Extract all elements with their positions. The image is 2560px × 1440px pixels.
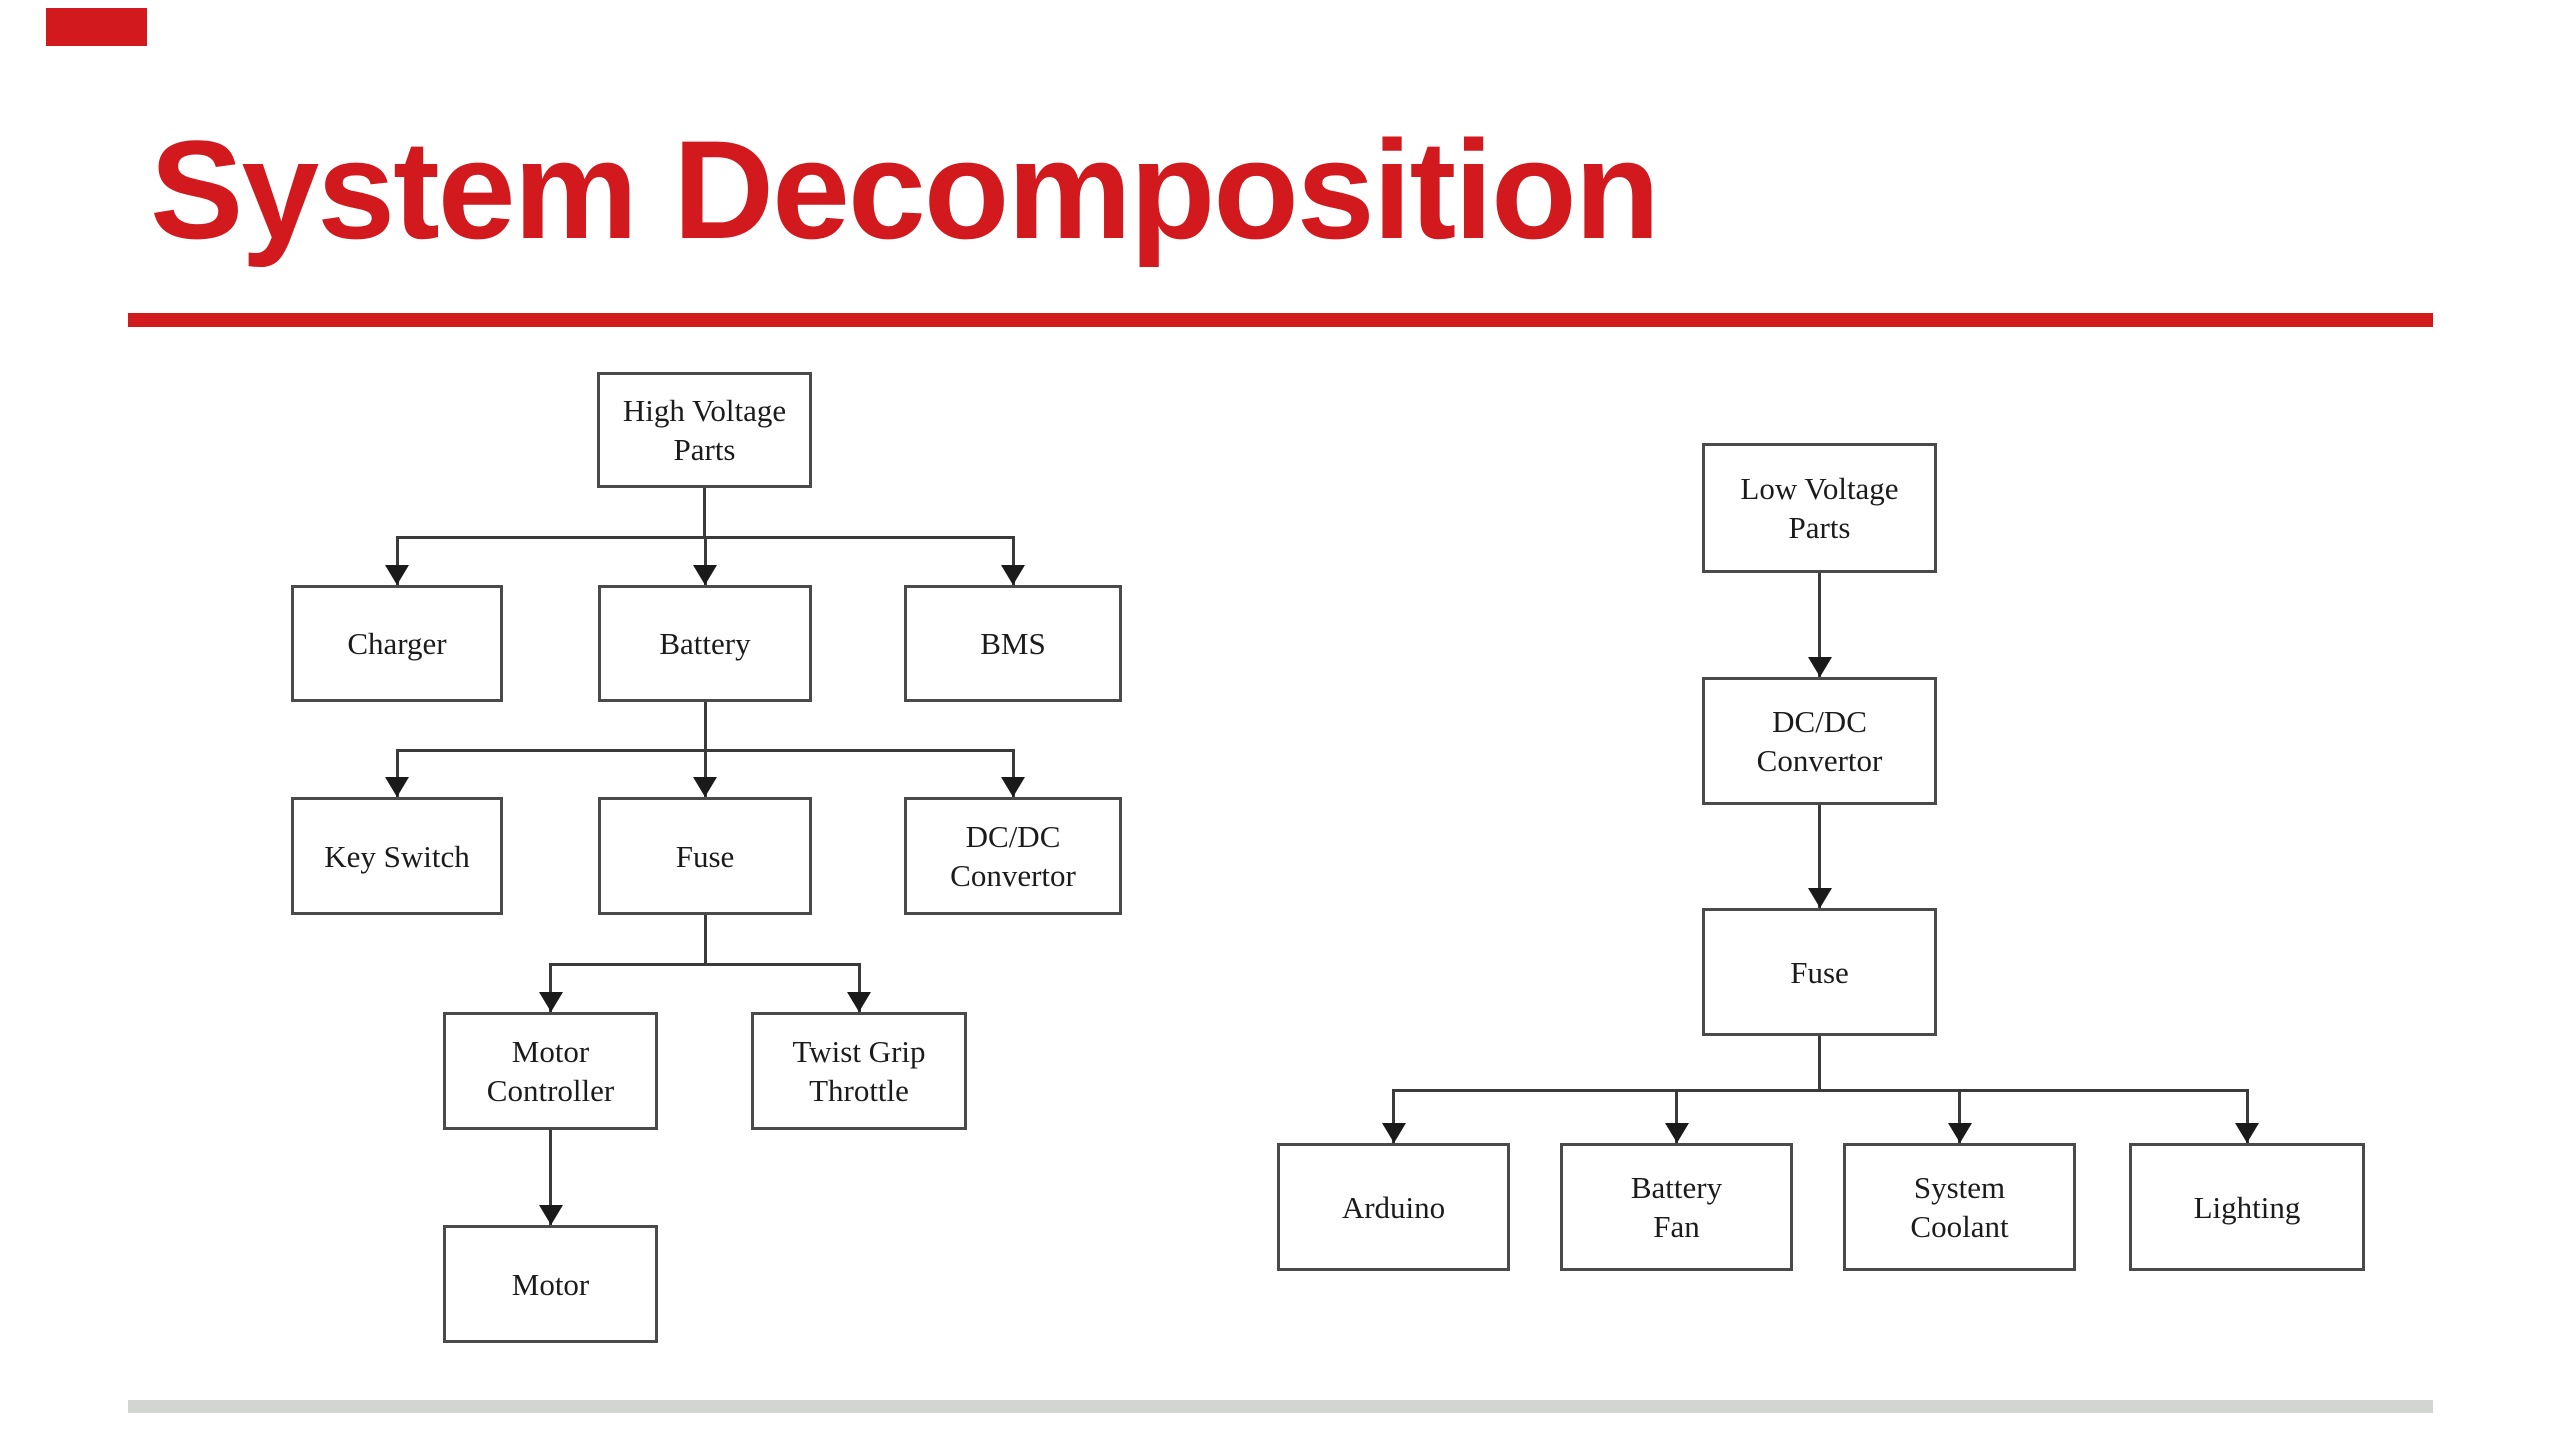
node-label-line: Key Switch — [324, 838, 470, 874]
node-label-line: Fuse — [1790, 954, 1849, 990]
node-label-line: DC/DC — [965, 819, 1061, 854]
connector-line — [703, 750, 707, 797]
corner-accent-mark — [46, 8, 147, 46]
node-label-line: Convertor — [950, 858, 1076, 893]
node-charger: Charger — [291, 585, 503, 702]
node-label-line: Battery — [659, 626, 751, 661]
connector-line — [395, 750, 399, 797]
connector-arrowhead — [385, 565, 409, 585]
connector-arrowhead — [2235, 1123, 2259, 1143]
node-label-line: Convertor — [1756, 743, 1883, 778]
connector-line — [549, 964, 552, 1012]
connector-arrowhead — [1001, 565, 1025, 585]
node-label-line: Lighting — [2193, 1189, 2301, 1225]
node-dcdc-convertor-lv: DC/DC Convertor — [1702, 677, 1937, 805]
node-fuse-hv: Fuse — [598, 797, 812, 915]
connector-line — [1818, 573, 1821, 677]
node-label-line: DC/DC — [1772, 704, 1867, 739]
connector-line — [1011, 537, 1015, 585]
node-label-line: High Voltage — [622, 393, 787, 428]
node-label-line: BMS — [980, 626, 1046, 661]
node-label-line: Motor — [511, 1266, 590, 1302]
node-arduino: Arduino — [1277, 1143, 1510, 1271]
connector-line — [1818, 1036, 1821, 1090]
title-divider-rule — [128, 313, 2433, 327]
connector-line — [1958, 1090, 1961, 1143]
connector-arrowhead — [1664, 1123, 1689, 1143]
node-label-line: Twist Grip — [792, 1034, 926, 1069]
footer-divider-rule — [128, 1400, 2433, 1413]
node-key-switch: Key Switch — [291, 797, 503, 915]
node-label-line: Fan — [1653, 1209, 1700, 1244]
connector-line — [1011, 750, 1015, 797]
connector-arrowhead — [1807, 888, 1832, 908]
connector-arrowhead — [1001, 777, 1025, 797]
node-label-line: Charger — [347, 626, 447, 661]
connector-line — [703, 915, 707, 964]
node-lighting: Lighting — [2129, 1143, 2365, 1271]
connector-arrowhead — [693, 777, 717, 797]
connector-arrowhead — [1807, 657, 1832, 677]
node-label-line: Low Voltage — [1740, 471, 1899, 506]
node-label-line: Arduino — [1341, 1189, 1446, 1225]
slide-title: System Decomposition — [150, 111, 1660, 268]
node-battery: Battery — [598, 585, 812, 702]
node-label-line: Controller — [486, 1073, 615, 1108]
connector-arrowhead — [847, 992, 871, 1012]
node-label-line: Throttle — [809, 1073, 909, 1108]
connector-arrowhead — [1947, 1123, 1972, 1143]
connector-arrowhead — [693, 565, 717, 585]
node-motor: Motor — [443, 1225, 658, 1343]
node-label-line: Motor — [511, 1034, 590, 1069]
connector-line — [703, 702, 707, 750]
connector-line — [549, 962, 861, 966]
connector-line — [1392, 1090, 1395, 1143]
connector-line — [1675, 1090, 1678, 1143]
node-label-line: System — [1913, 1170, 2006, 1205]
connector-line — [1818, 805, 1821, 908]
connector-line — [2245, 1090, 2249, 1143]
node-label-line: Battery — [1630, 1170, 1723, 1205]
connector-arrowhead — [538, 992, 563, 1012]
connector-line — [703, 537, 707, 585]
connector-arrowhead — [538, 1205, 563, 1225]
node-label-line: Parts — [673, 432, 736, 467]
connector-line — [1392, 1088, 2249, 1092]
node-label-line: Fuse — [675, 838, 735, 874]
connector-line — [703, 488, 706, 537]
node-bms: BMS — [904, 585, 1122, 702]
node-fuse-lv: Fuse — [1702, 908, 1937, 1036]
node-label-line: Coolant — [1910, 1209, 2009, 1244]
connector-arrowhead — [385, 777, 409, 797]
connector-line — [549, 1130, 552, 1225]
node-dcdc-convertor-hv: DC/DC Convertor — [904, 797, 1122, 915]
node-label-line: Parts — [1788, 510, 1851, 545]
connector-arrowhead — [1381, 1123, 1406, 1143]
connector-line — [395, 537, 399, 585]
connector-line — [857, 964, 861, 1012]
